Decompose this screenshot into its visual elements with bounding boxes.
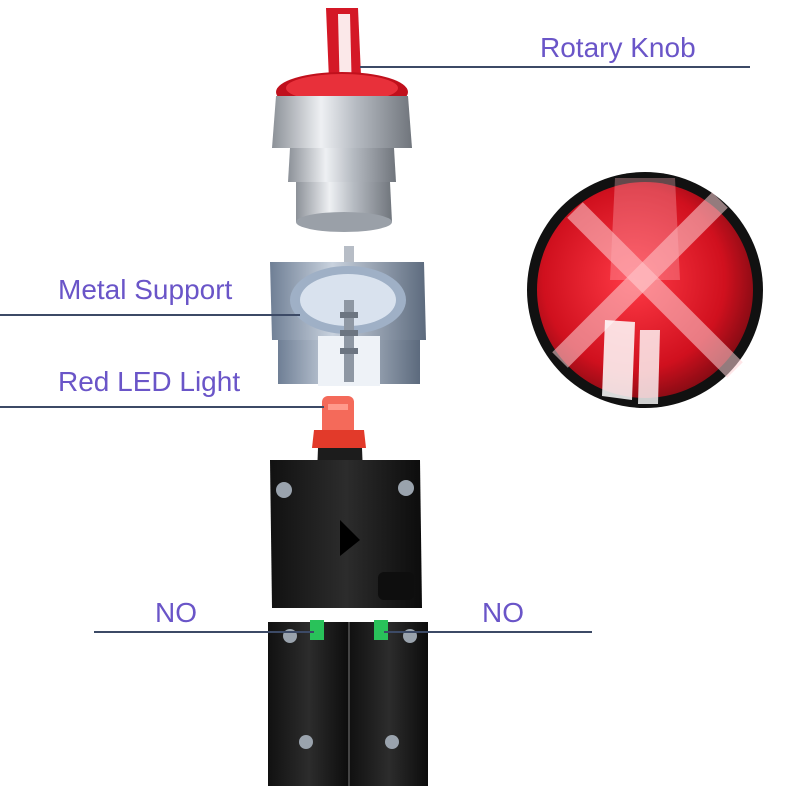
red-led-leader-line xyxy=(0,406,324,408)
metal-support-label: Metal Support xyxy=(58,274,233,305)
no-left-label: NO xyxy=(155,597,197,628)
knob-face-closeup xyxy=(527,172,763,408)
no-left-leader-line xyxy=(94,631,314,633)
rotary-knob-label: Rotary Knob xyxy=(540,32,696,63)
rotary-knob-part xyxy=(272,8,412,232)
no-right-label: NO xyxy=(482,597,524,628)
red-led-module xyxy=(270,396,422,608)
red-led-light-label: Red LED Light xyxy=(58,366,241,397)
no-right-leader-line xyxy=(384,631,592,633)
rotary-knob-leader-line xyxy=(360,66,750,68)
metal-support-bracket xyxy=(270,246,426,386)
metal-support-leader-line xyxy=(0,314,300,316)
no-contact-blocks xyxy=(268,620,428,786)
